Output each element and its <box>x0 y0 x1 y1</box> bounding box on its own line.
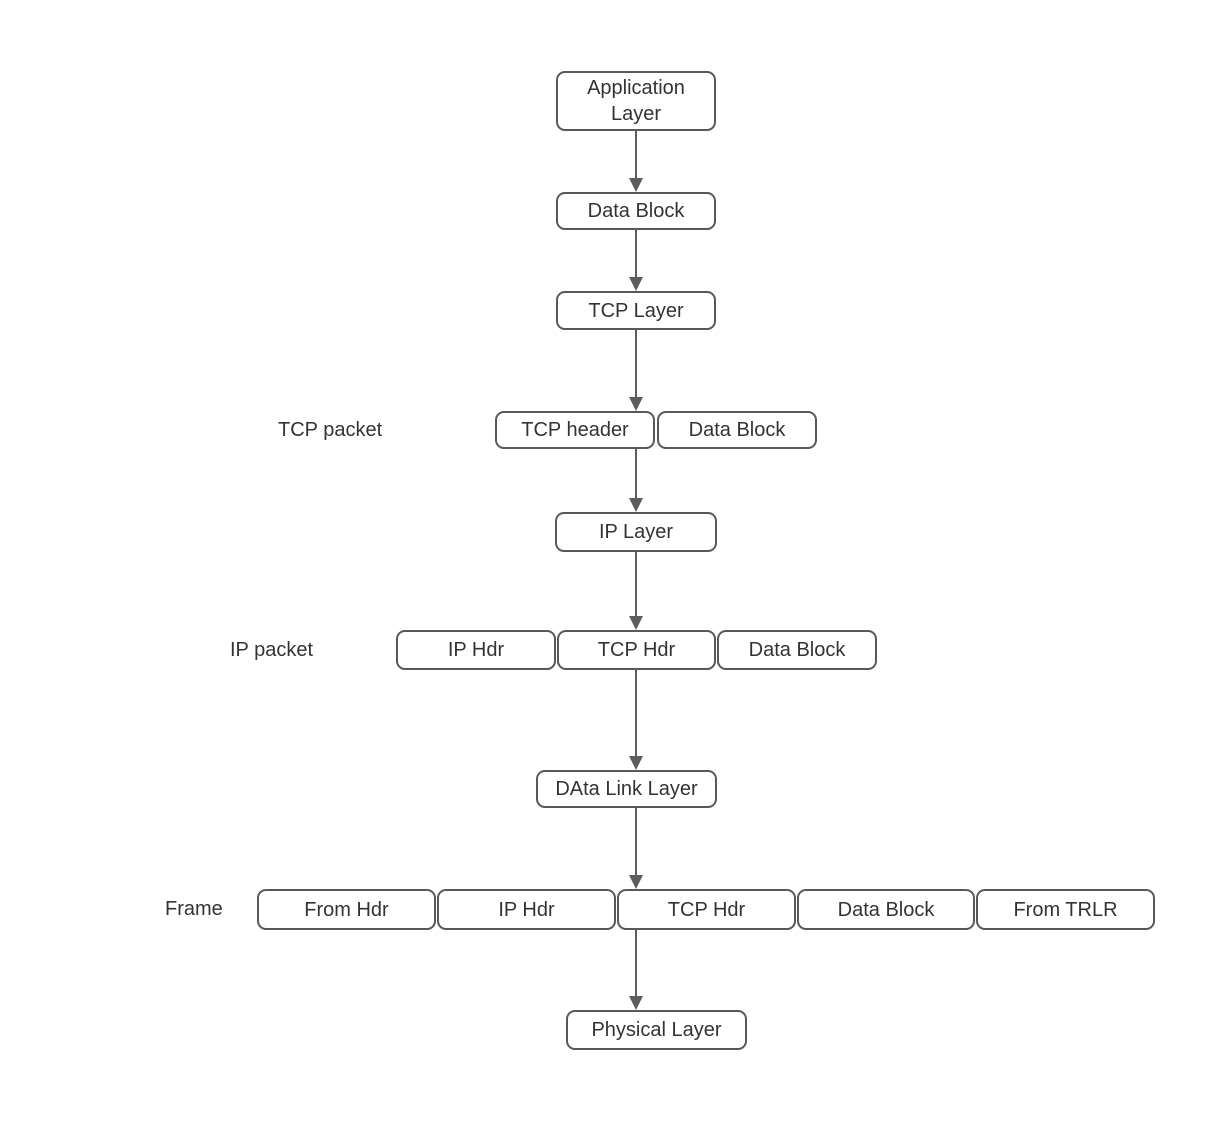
node-physical-layer: Physical Layer <box>566 1010 747 1050</box>
node-frame-ip-hdr: IP Hdr <box>437 889 616 930</box>
label-tcp-packet: TCP packet <box>278 418 383 441</box>
arrow-head-icon <box>629 397 643 411</box>
label-frame: Frame <box>165 898 223 920</box>
node-data-block-top: Data Block <box>556 192 716 230</box>
node-ip-packet-ip-hdr: IP Hdr <box>396 630 556 670</box>
arrow-shaft <box>635 449 637 501</box>
arrow-head-icon <box>629 178 643 192</box>
arrow-head-icon <box>629 996 643 1010</box>
arrow-shaft <box>635 330 637 400</box>
arrow-shaft <box>635 552 637 619</box>
node-tcp-packet-data-block: Data Block <box>657 411 817 449</box>
arrow-datablock-to-tcplayer-icon <box>629 230 643 291</box>
arrow-tcppacket-to-iplayer-icon <box>629 449 643 512</box>
arrow-shaft <box>635 670 637 759</box>
arrow-shaft <box>635 131 637 181</box>
node-application-layer: Application Layer <box>556 71 716 131</box>
arrow-tcplayer-to-tcppacket-icon <box>629 330 643 411</box>
node-ip-layer: IP Layer <box>555 512 717 552</box>
node-ip-packet-tcp-hdr: TCP Hdr <box>557 630 716 670</box>
arrow-shaft <box>635 808 637 878</box>
arrow-head-icon <box>629 875 643 889</box>
arrow-head-icon <box>629 616 643 630</box>
arrow-shaft <box>635 930 637 999</box>
node-frame-data-block: Data Block <box>797 889 975 930</box>
arrow-ippacket-to-datalink-icon <box>629 670 643 770</box>
node-tcp-layer: TCP Layer <box>556 291 716 330</box>
arrow-iplayer-to-ippacket-icon <box>629 552 643 630</box>
label-ip-packet: IP packet <box>230 638 314 661</box>
arrow-shaft <box>635 230 637 280</box>
node-frame-from-trlr: From TRLR <box>976 889 1155 930</box>
arrow-head-icon <box>629 498 643 512</box>
node-frame-from-hdr: From Hdr <box>257 889 436 930</box>
node-ip-packet-data-block: Data Block <box>717 630 877 670</box>
node-frame-tcp-hdr: TCP Hdr <box>617 889 796 930</box>
arrow-datalink-to-frame-icon <box>629 808 643 889</box>
arrow-head-icon <box>629 756 643 770</box>
node-data-link-layer: DAta Link Layer <box>536 770 717 808</box>
arrow-application-to-datablock-icon <box>629 131 643 192</box>
arrow-head-icon <box>629 277 643 291</box>
node-tcp-header: TCP header <box>495 411 655 449</box>
arrow-frame-to-physical-icon <box>629 930 643 1010</box>
